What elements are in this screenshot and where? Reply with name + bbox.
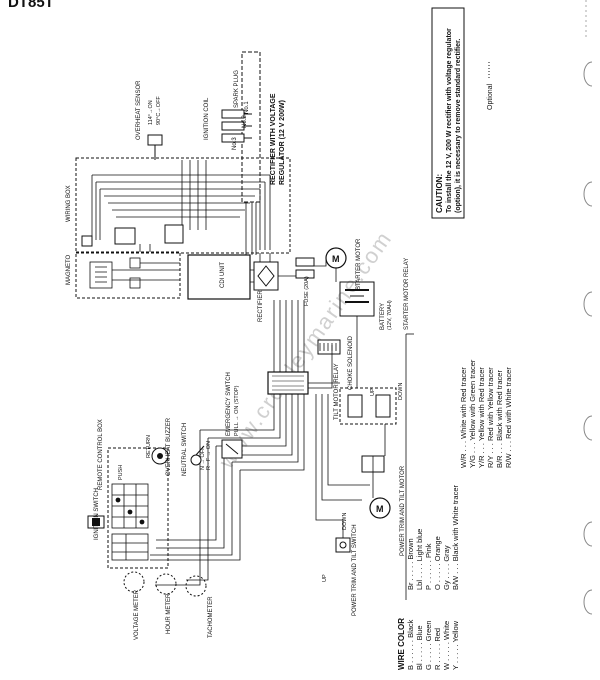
wire-color-title: WIRE COLOR xyxy=(397,618,406,670)
fuse-label: FUSE (20A) xyxy=(304,276,310,306)
wire-color-entry: R/Y . . . Red with Yellow tracer xyxy=(486,367,495,468)
neutral-switch xyxy=(190,445,205,466)
magneto-label: MAGNETO xyxy=(66,254,72,285)
wire-color-entry: P . . . . . . Pink xyxy=(424,543,433,590)
voltage-meter xyxy=(123,571,145,593)
ignition-switch-label: IGNITION SWITCH xyxy=(94,488,100,540)
wire-color-entry: W/R . . . White with Red tracer xyxy=(459,367,468,468)
caution-line1: To install the 12 V, 200 W rectifier wit… xyxy=(446,28,453,213)
wire-color-entry: B . . . . . . Black xyxy=(406,619,415,670)
plug-no3: No.3 xyxy=(232,137,238,150)
wire-color-entry: O . . . . . Orange xyxy=(433,536,442,590)
sensor-off: 90°C→OFF xyxy=(156,96,162,125)
main-harness-connector xyxy=(267,371,309,395)
emergency-switch-label-2: PULL → ON (STOP) xyxy=(234,385,240,436)
ignition-coil xyxy=(221,109,252,143)
switch-up: UP xyxy=(322,574,328,582)
wire-color-entry: Gy . . . . Gray xyxy=(442,545,451,590)
tilt-relay-label: TILT MOTOR RELAY xyxy=(334,363,340,420)
overheat-sensor xyxy=(147,134,163,160)
wire-color-entry: Br . . . . . Brown xyxy=(406,538,415,590)
cdi-unit-label: CDI UNIT xyxy=(220,262,226,288)
main-harness xyxy=(139,202,414,600)
neutral-n-off: N → OFF xyxy=(200,446,206,470)
wiring-box-harness xyxy=(91,160,271,250)
hour-meter xyxy=(155,573,177,595)
wire-color-entry: R . . . . . Red xyxy=(433,628,442,670)
switch-down: DOWN xyxy=(342,513,348,530)
battery-spec: (12V, 70AH) xyxy=(387,300,393,330)
ignition-coil-label: IGNITION COIL xyxy=(204,97,210,140)
neutral-switch-label: NEUTRAL SWITCH xyxy=(182,423,188,476)
wire-color-entry: Y/G . . . Yellow with Green tracer xyxy=(468,359,477,468)
sensor-on: 114°→ON xyxy=(148,100,154,125)
optional-label: Optional xyxy=(487,83,494,110)
rectifier-note-2: REGULATOR (12 V 200W) xyxy=(279,100,286,185)
battery-label: BATTERY xyxy=(380,303,386,330)
relay-up: UP xyxy=(370,388,376,396)
wire-color-entry: G . . . . . Green xyxy=(424,620,433,670)
ignition-switch-grid xyxy=(111,483,149,561)
wire-color-entry: R/W . . . Red with White tracer xyxy=(504,367,513,468)
svg-text:M: M xyxy=(376,504,384,514)
wire-color-entry: Lbl . . . . Light blue xyxy=(415,529,424,590)
plug-no1: No.1 xyxy=(244,101,250,114)
magneto-box xyxy=(75,251,181,299)
rectifier xyxy=(253,261,279,291)
wire-color-entry: W . . . . . White xyxy=(442,621,451,670)
starter-relay-label: STARTER MOTOR RELAY xyxy=(404,258,410,330)
emergency-switch-label: EMERGENCY SWITCH xyxy=(226,372,232,436)
wire-color-entry: Y/R . . . Yellow with Red tracer xyxy=(477,367,486,468)
push-label: PUSH xyxy=(118,465,124,480)
emergency-switch xyxy=(221,439,243,459)
remote-box-label: REMOTE CONTROL BOX xyxy=(98,419,104,490)
ignition-switch xyxy=(87,515,105,529)
voltage-meter-label: VOLTAGE METER xyxy=(134,589,140,640)
rectifier-note-1: RECTIFIER WITH VOLTAGE xyxy=(270,93,277,185)
wiring-box xyxy=(75,157,291,254)
caution-line2: (option), it is necessary to remove stan… xyxy=(455,39,462,213)
choke-solenoid-label: CHOKE SOLENOID xyxy=(348,335,354,390)
tachometer-label: TACHOMETER xyxy=(208,596,214,638)
model-label: DT85T xyxy=(8,0,54,11)
starter-motor: M xyxy=(325,247,347,269)
choke-solenoid xyxy=(317,339,341,355)
wire-color-entry: B/R . . . Black with Red tracer xyxy=(495,370,504,468)
overheat-sensor-label: OVERHEAT SENSOR xyxy=(136,80,142,140)
rectifier-label: RECTIFIER xyxy=(258,290,264,322)
power-trim-tilt-switch xyxy=(335,537,351,553)
plug-no2: No.2 xyxy=(242,115,248,128)
tilt-motor-relay xyxy=(339,387,397,425)
power-trim-tilt-motor: M xyxy=(361,455,391,519)
neutral-rf-on: R · F → ON xyxy=(206,441,212,470)
relay-down: DOWN xyxy=(398,383,404,400)
remote-control-box xyxy=(107,447,169,569)
spark-plug-label: SPARK PLUG xyxy=(234,70,240,108)
power-trim-motor-label: POWER TRIM AND TILT MOTOR xyxy=(400,465,406,556)
cdi-unit xyxy=(187,254,251,300)
hour-meter-label: HOUR METER xyxy=(166,593,172,634)
fuse xyxy=(295,257,315,279)
wire-color-entry: Bl . . . . . Blue xyxy=(415,625,424,670)
tachometer xyxy=(185,575,207,597)
return-label: RETURN xyxy=(146,435,152,458)
overheat-buzzer-label: OVERHEAT BUZZER xyxy=(166,417,172,476)
wire-color-entry: B/W . . . Black with White tracer xyxy=(451,484,460,590)
caution-title: CAUTION: xyxy=(435,174,444,213)
binder-holes xyxy=(583,0,593,615)
svg-text:M: M xyxy=(332,254,340,264)
wiring-box-label: WIRING BOX xyxy=(66,185,72,222)
power-trim-switch-label: POWER TRIM AND TILT SWITCH xyxy=(352,524,358,616)
starter-motor-label: STARTER MOTOR xyxy=(356,238,362,290)
caution-box: CAUTION: To install the 12 V, 200 W rect… xyxy=(431,7,465,219)
wire-color-entry: Y . . . . . Yellow xyxy=(451,620,460,670)
